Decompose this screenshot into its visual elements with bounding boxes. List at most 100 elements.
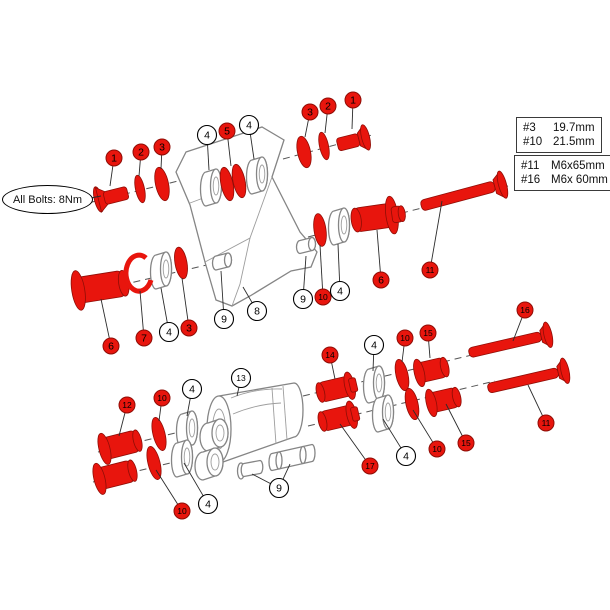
part-1-bolt-left [93,186,129,213]
callout-number: 13 [236,373,246,383]
callout-2: 2 [132,143,150,177]
callout-13: 13 [230,367,252,397]
callout-leader [220,270,224,310]
part-3-spacer-right [296,135,312,169]
callout-number: 1 [111,153,117,165]
callout-15: 15 [445,403,475,452]
callout-number: 10 [318,292,328,302]
legend-ref: #3 [523,122,536,134]
callout-circle [314,288,332,306]
legend-row: #11 M6x65mm [521,159,608,173]
part-6-axle-left [70,269,130,311]
callout-leader [527,384,543,416]
torque-annotation: All Bolts: 8Nm [2,185,93,214]
callout-number: 5 [224,126,230,138]
legend-ref: #10 [523,136,543,148]
callout-10: 10 [153,389,171,422]
part-1-bolt-right [336,124,371,151]
callout-number: 14 [325,350,335,360]
callout-leader [303,255,307,290]
part-9-peg-right [295,236,317,255]
part-6-axle-right [350,195,406,235]
callout-11: 11 [527,384,555,432]
callout-circle [428,440,446,458]
part-7-cclip [123,252,154,294]
callout-leader [382,418,402,449]
callout-leader [138,159,141,177]
callout-number: 3 [159,142,165,154]
callout-number: 2 [138,147,144,159]
callout-16: 16 [512,301,534,342]
callout-number: 17 [365,461,375,471]
callout-leader [319,244,323,290]
callout-circle [344,91,362,109]
callout-leader [445,403,463,437]
callout-circle [537,414,555,432]
callout-circle [363,334,385,356]
torque-annotation-text: All Bolts: 8Nm [12,193,83,206]
callout-number: 4 [246,120,252,132]
part-4-bearing-mid-right [327,207,351,246]
part-12-bolt-b [92,459,138,495]
callout-number: 4 [337,286,343,298]
callout-circle [153,138,171,156]
callout-number: 8 [254,306,260,318]
callout-circle [180,319,198,337]
callout-4: 4 [329,243,351,302]
callout-leader [236,387,240,397]
callout-number: 10 [177,506,187,516]
part-4-bearing-lowright-a [362,365,386,404]
callout-10: 10 [396,329,414,363]
callout-circle [158,321,180,343]
callout-circle [457,434,475,452]
callout-number: 4 [403,451,409,463]
legend-ref: #16 [521,174,541,186]
callout-leader [155,469,179,505]
legend-value: 21.5mm [553,136,595,148]
callout-number: 11 [542,418,551,428]
callout-4: 4 [363,334,385,372]
callout-number: 3 [307,107,313,119]
part-10-washer-lr-b [404,387,420,421]
callout-circle [181,378,203,400]
callout-leader [251,473,271,485]
callout-7: 7 [135,290,153,347]
callout-9: 9 [251,463,291,499]
callout-leader [183,462,204,497]
callout-5: 5 [218,122,236,167]
callout-number: 4 [205,499,211,511]
callout-15: 15 [419,324,437,359]
callout-circle [268,477,290,499]
part-9-peg-left [211,252,233,271]
gray-parts [149,126,395,481]
callout-leader [376,229,381,273]
callout-leader [428,340,431,359]
callout-4: 4 [238,114,260,160]
callout-1: 1 [344,91,362,130]
callout-circle [218,122,236,140]
callout-10: 10 [314,244,332,306]
part-11-bolt-upper [420,170,509,211]
callout-number: 12 [122,400,132,410]
part-4-bearing-lowleft-a [175,410,199,449]
callout-circle [329,280,351,302]
part-2-washer-right [318,131,330,161]
callout-circle [301,103,319,121]
legend-row: #3 19.7mm [523,121,595,135]
callout-circle [419,324,437,342]
callout-leader [227,138,232,167]
callout-leader [118,412,126,437]
part-2-washer-left [134,174,146,204]
callout-10: 10 [412,409,446,458]
part-10-washer-mid [313,213,327,247]
callout-4: 4 [181,378,203,417]
callout-9: 9 [213,270,235,330]
callout-number: 4 [371,340,377,352]
callout-number: 10 [400,333,410,343]
callout-leader [337,243,341,282]
callout-leader [430,200,443,263]
callout-circle [213,308,235,330]
part-4-bearing-mid-left [149,251,173,290]
